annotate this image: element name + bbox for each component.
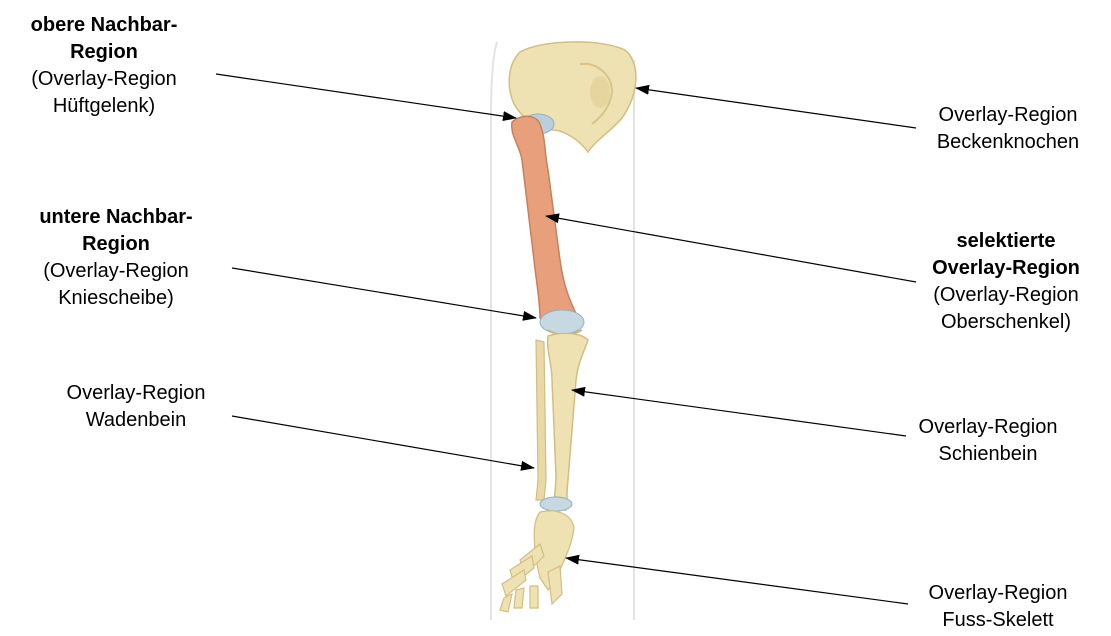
label-lower-neighbor-detail-1: (Overlay-Region [16, 258, 216, 285]
arrow-upper-neighbor [216, 74, 516, 118]
label-tibia-line-1: Overlay-Region [888, 414, 1088, 441]
label-upper-neighbor-detail-1: (Overlay-Region [4, 66, 204, 93]
arrow-foot [566, 558, 908, 604]
arrow-tibia [572, 390, 906, 436]
label-upper-neighbor-detail-2: Hüftgelenk) [4, 93, 204, 120]
label-foot-line-2: Fuss-Skelett [898, 607, 1098, 634]
label-pelvis-line-2: Beckenknochen [908, 129, 1108, 156]
label-tibia-line-2: Schienbein [888, 441, 1088, 468]
arrow-selected [546, 216, 916, 282]
ankle-joint [540, 497, 572, 511]
label-selected-title-2: Overlay-Region [906, 255, 1106, 282]
label-fibula-line-1: Overlay-Region [36, 380, 236, 407]
arrow-pelvis [636, 88, 916, 128]
tibia-region [548, 333, 588, 510]
label-lower-neighbor-title-2: Region [16, 231, 216, 258]
patella-region [540, 310, 584, 334]
label-upper-neighbor: obere Nachbar- Region (Overlay-Region Hü… [4, 12, 204, 120]
label-lower-neighbor-detail-2: Kniescheibe) [16, 285, 216, 312]
label-lower-neighbor: untere Nachbar- Region (Overlay-Region K… [16, 204, 216, 312]
arrow-fibula [232, 416, 534, 468]
label-tibia: Overlay-Region Schienbein [888, 414, 1088, 468]
label-fibula-line-2: Wadenbein [36, 407, 236, 434]
label-upper-neighbor-title-1: obere Nachbar- [4, 12, 204, 39]
fibula-region [536, 340, 546, 500]
label-pelvis: Overlay-Region Beckenknochen [908, 102, 1108, 156]
label-foot-line-1: Overlay-Region [898, 580, 1098, 607]
label-fibula: Overlay-Region Wadenbein [36, 380, 236, 434]
foot-skeleton-region [500, 511, 574, 612]
label-upper-neighbor-title-2: Region [4, 39, 204, 66]
label-pelvis-line-1: Overlay-Region [908, 102, 1108, 129]
label-lower-neighbor-title-1: untere Nachbar- [16, 204, 216, 231]
label-selected-title-1: selektierte [906, 228, 1106, 255]
label-selected-detail-2: Oberschenkel) [906, 309, 1106, 336]
label-selected-detail-1: (Overlay-Region [906, 282, 1106, 309]
label-foot: Overlay-Region Fuss-Skelett [898, 580, 1098, 634]
femur-selected-region [512, 116, 578, 321]
label-selected: selektierte Overlay-Region (Overlay-Regi… [906, 228, 1106, 336]
